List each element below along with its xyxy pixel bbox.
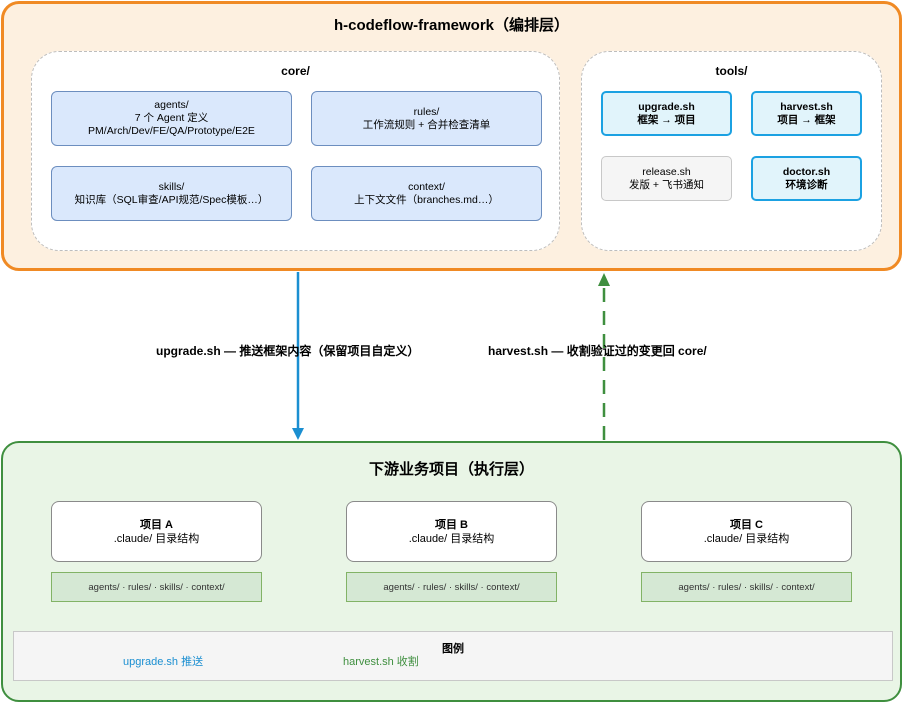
core-box-line: 知识库（SQL审查/API规范/Spec模板…） (74, 193, 269, 206)
core-box-line: 7 个 Agent 定义 (134, 112, 209, 124)
tool-desc: 框架 → 项目 (637, 113, 696, 126)
project-name: 项目 C (730, 518, 763, 531)
upgrade-arrow (292, 272, 304, 440)
core-title: core/ (281, 64, 310, 78)
core-skills-box: skills/ 知识库（SQL审查/API规范/Spec模板…） (51, 166, 292, 221)
execution-title: 下游业务项目（执行层） (368, 461, 534, 478)
harvest-flow-label: harvest.sh — 收割验证过的变更回 core/ (488, 344, 707, 358)
core-box-name: rules/ (413, 105, 440, 118)
tool-harvest-box: harvest.sh 项目 → 框架 (751, 91, 862, 136)
legend-title: 图例 (442, 643, 464, 655)
tool-desc: 发版 + 飞书通知 (629, 178, 704, 191)
tool-doctor-box: doctor.sh 环境诊断 (751, 156, 862, 201)
tool-name: doctor.sh (782, 165, 831, 178)
project-a-box: 项目 A .claude/ 目录结构 (51, 501, 262, 562)
project-desc: .claude/ 目录结构 (113, 532, 200, 545)
project-desc: .claude/ 目录结构 (408, 532, 495, 545)
project-name: 项目 B (435, 518, 468, 531)
tool-name: harvest.sh (780, 100, 833, 113)
project-a-dirs: agents/ · rules/ · skills/ · context/ (51, 572, 262, 602)
core-agents-box: agents/ 7 个 Agent 定义 PM/Arch/Dev/FE/QA/P… (51, 91, 292, 146)
core-box-name: context/ (408, 180, 445, 193)
core-box-name: skills/ (158, 180, 185, 193)
legend-upgrade-label: upgrade.sh 推送 (123, 656, 204, 668)
core-box-name: agents/ (154, 99, 189, 111)
harvest-arrow (598, 273, 610, 440)
project-b-box: 项目 B .claude/ 目录结构 (346, 501, 557, 562)
tool-name: release.sh (642, 165, 691, 178)
project-c-dirs: agents/ · rules/ · skills/ · context/ (641, 572, 852, 602)
project-c-box: 项目 C .claude/ 目录结构 (641, 501, 852, 562)
core-rules-box: rules/ 工作流规则 + 合并检查清单 (311, 91, 542, 146)
tool-release-box: release.sh 发版 + 飞书通知 (601, 156, 732, 201)
project-b-dirs: agents/ · rules/ · skills/ · context/ (346, 572, 557, 602)
upgrade-flow-label: upgrade.sh — 推送框架内容（保留项目自定义） (156, 344, 420, 358)
orchestration-title: h-codeflow-framework（编排层） (333, 17, 570, 34)
tool-desc: 项目 → 框架 (777, 113, 836, 126)
project-name: 项目 A (140, 518, 173, 531)
tools-group (581, 51, 882, 251)
core-box-line: PM/Arch/Dev/FE/QA/Prototype/E2E (88, 125, 255, 137)
tool-upgrade-box: upgrade.sh 框架 → 项目 (601, 91, 732, 136)
tools-title: tools/ (715, 64, 748, 78)
core-box-line: 工作流规则 + 合并检查清单 (362, 118, 491, 131)
project-desc: .claude/ 目录结构 (703, 532, 790, 545)
tool-name: upgrade.sh (638, 100, 695, 113)
core-box-line: 上下文文件（branches.md…） (354, 193, 499, 206)
legend (13, 631, 893, 681)
tool-desc: 环境诊断 (785, 178, 828, 191)
core-context-box: context/ 上下文文件（branches.md…） (311, 166, 542, 221)
legend-harvest-label: harvest.sh 收割 (343, 656, 419, 668)
